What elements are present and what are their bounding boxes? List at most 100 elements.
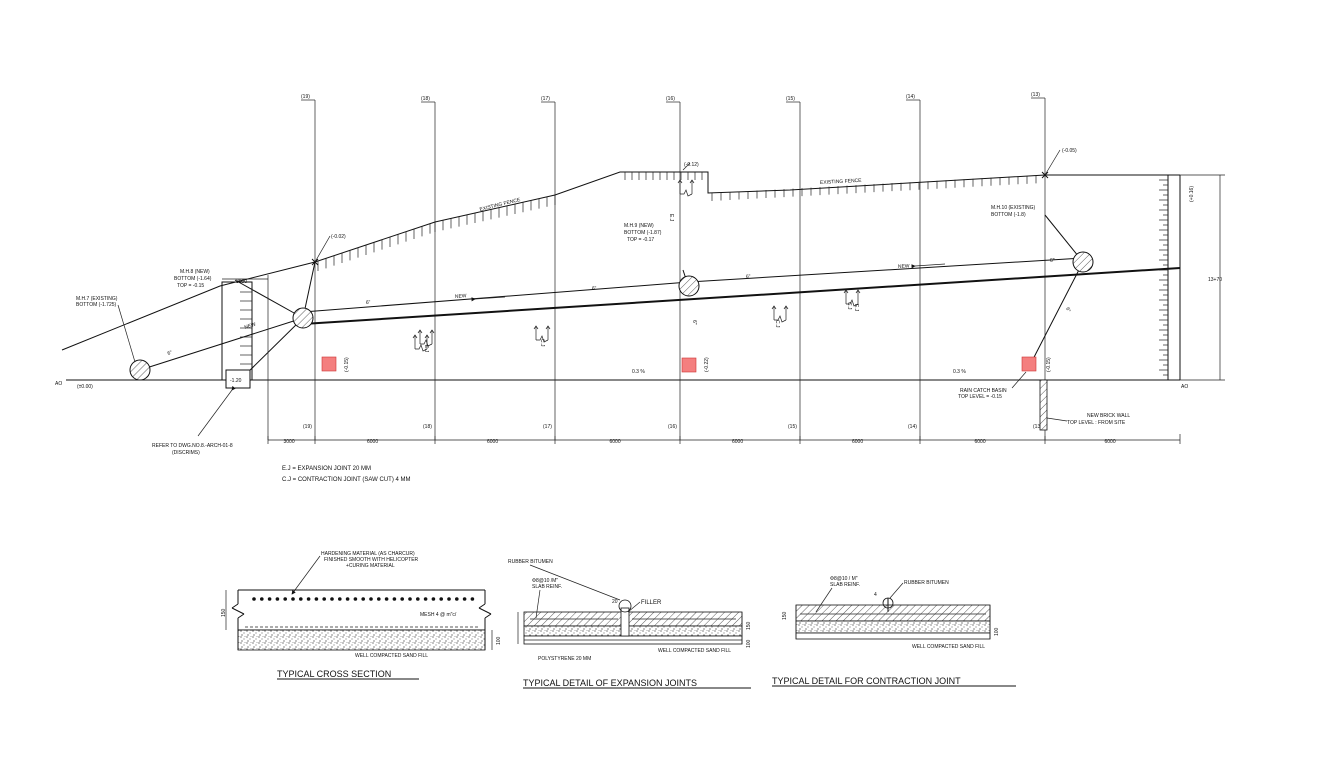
mh10-bottom: BOTTOM (-1.8): [991, 212, 1026, 218]
dim-label: 6000: [1105, 439, 1116, 445]
joint-arrowhead: [855, 289, 861, 294]
joint-arrowhead: [843, 289, 849, 294]
joint-label-ej: E.J: [423, 345, 429, 353]
grid-label: (18): [421, 96, 430, 102]
con-reinf-1: Φ8@10 / M": [830, 576, 858, 582]
rebar-dot: [462, 597, 467, 601]
joint-label-ej: E.J: [668, 214, 674, 222]
origin-level: (±0.00): [77, 384, 93, 390]
rebar-dot: [299, 597, 303, 601]
con-dim-left: 150: [782, 611, 788, 620]
manhole-9: [678, 275, 700, 297]
catch-basin-marker: [681, 357, 697, 373]
site-plan: (19)(19)(18)(18)(17)(17)(16)(16)(15)(15)…: [55, 92, 1225, 483]
terrain-outline: [61, 171, 1180, 351]
grid-label-bottom: (15): [788, 424, 797, 430]
sand-layer: [523, 625, 743, 637]
cross-note-3: +CURING MATERIAL: [346, 563, 395, 569]
dim-label: 6000: [852, 439, 863, 445]
rebar-dot: [408, 597, 412, 601]
brick-wall-level: TOP LEVEL : FROM SITE: [1067, 420, 1126, 426]
ao-label-left: AO: [55, 381, 62, 387]
cross-note-2: FINISHED SMOOTH WITH HELICOPTER: [324, 557, 419, 563]
legend-cj: C.J = CONTRACTION JOINT (SAW CUT) 4 MM: [282, 477, 411, 483]
grid-label: (16): [666, 96, 675, 102]
rebar-dot: [455, 597, 459, 601]
rebar-dot: [330, 597, 334, 601]
rebar-dot: [306, 597, 311, 601]
grid-label: (14): [906, 94, 915, 100]
joint-zigzag: [415, 344, 428, 352]
joint-arrowhead: [783, 305, 789, 310]
basin-level-1: (-0.15): [344, 357, 350, 372]
rebar-dot: [314, 597, 319, 601]
joint-arrowhead: [689, 179, 695, 184]
leader-line: [117, 304, 136, 363]
joint-label-cj: C.J: [774, 320, 780, 328]
cross-note-1: HARDENING MATERIAL (AS CHARCUR): [321, 551, 415, 557]
rebar-dots: [252, 597, 475, 601]
catch-basin-marker: [321, 356, 337, 372]
cross-mesh-label: MESH 4 @ m"c/: [420, 612, 457, 618]
rebar-dot: [447, 597, 451, 601]
exp-rubber-leader: [529, 564, 621, 601]
rebar-dot: [291, 597, 295, 601]
dim-label: 6000: [732, 439, 743, 445]
joint-zigzag: [846, 299, 859, 307]
grid-label: (19): [301, 94, 310, 100]
level-label-1: (-0.02): [331, 234, 346, 240]
exp-title: TYPICAL DETAIL OF EXPANSION JOINTS: [523, 678, 697, 688]
rebar-dot: [283, 597, 288, 601]
exp-reinf-2: SLAB REINF.: [532, 584, 562, 590]
rebar-dot: [416, 597, 420, 601]
joint-zigzag: [774, 315, 787, 323]
fence-ticks: [317, 172, 1037, 271]
rain-leader: [1011, 371, 1027, 389]
dim-label: 6000: [367, 439, 378, 445]
mh7-label: M.H.7 (EXISTING): [76, 296, 118, 302]
joint-arrowhead: [771, 305, 777, 310]
joint-arrowhead: [545, 325, 551, 330]
manhole-box-8: [221, 281, 253, 381]
joint-zigzag: [680, 189, 693, 197]
level-label-2: (-0.12): [684, 162, 699, 168]
rebar-dot: [252, 597, 256, 601]
level-box: [225, 369, 251, 389]
mh8-top: TOP = -0.15: [177, 283, 204, 289]
slope-label: 0.3 %: [953, 369, 966, 375]
rebar-dot: [267, 597, 272, 601]
joint-label-cj: C.J: [846, 302, 852, 310]
joint-seal: [618, 599, 632, 613]
manhole-8: [292, 307, 314, 329]
rain-basin-level: TOP LEVEL = -0.15: [958, 394, 1002, 400]
box-ticks: [240, 291, 252, 365]
joint-label-cj: C.J: [539, 339, 545, 347]
level-label-3: (-0.05): [1062, 148, 1077, 154]
dim-label: 6000: [610, 439, 621, 445]
top-dimension: 3000: [236, 279, 247, 285]
pipe-diameter: 6": [746, 274, 751, 280]
cross-base-label: WELL COMPACTED SAND FILL: [355, 653, 428, 659]
link-line: [234, 279, 304, 319]
con-reinf-2: SLAB REINF.: [830, 582, 860, 588]
con-title: TYPICAL DETAIL FOR CONTRACTION JOINT: [772, 676, 961, 686]
link-line: [1029, 261, 1084, 366]
grid-label-bottom: (13): [1033, 424, 1042, 430]
rebar-dot: [345, 597, 350, 601]
rebar-dot: [275, 597, 280, 601]
sand-fill-layer: [237, 629, 486, 651]
pipe-diameter: 6": [691, 320, 697, 325]
ref-note-sub: (DISCRIMS): [172, 450, 200, 456]
pipe-diameter: 6": [366, 300, 371, 306]
rain-basin-note: RAIN CATCH BASIN: [960, 388, 1007, 394]
rebar-dot: [439, 597, 444, 601]
level-box-text: -1.20: [230, 378, 242, 384]
catch-basin-marker: [1021, 356, 1037, 372]
joint-arrowhead: [429, 329, 435, 334]
joint-label-ej: E.J: [853, 304, 859, 312]
manhole-10: [1072, 251, 1094, 273]
brick-leader: [1046, 417, 1068, 422]
joint-arrowhead: [677, 179, 683, 184]
basin-level-3: (-0.15): [1046, 357, 1052, 372]
